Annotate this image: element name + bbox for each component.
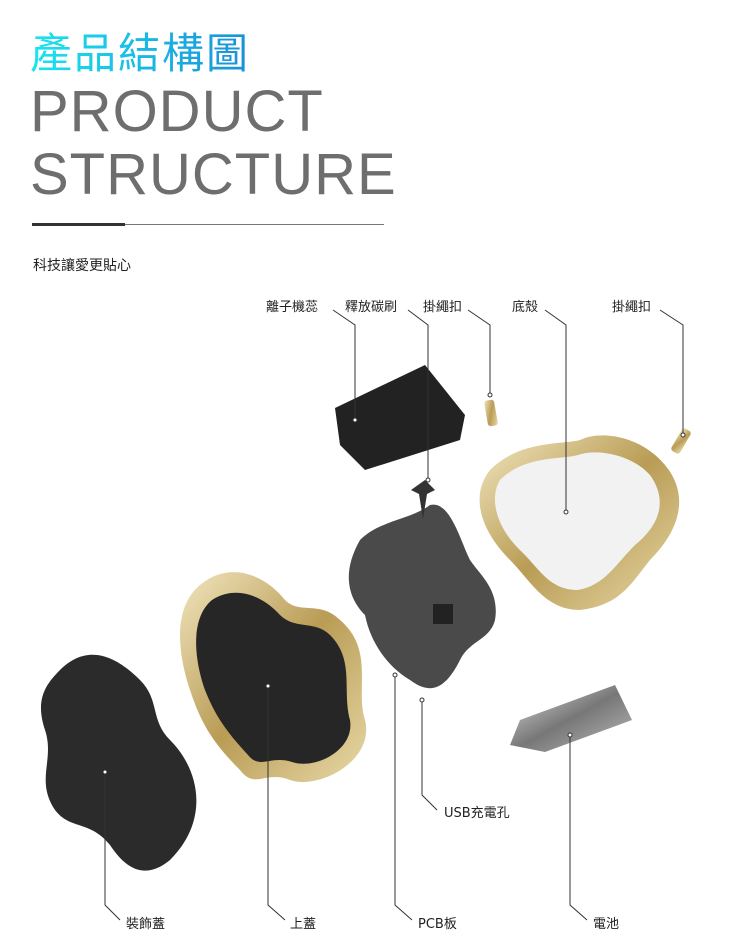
leader-line-battery	[569, 735, 588, 921]
carbon-brush-part	[411, 480, 435, 519]
leader-line-usb-port	[421, 700, 438, 811]
leader-line-lanyard-clip-2	[659, 309, 684, 435]
label-lanyard-clip-1: 掛繩扣	[423, 300, 463, 315]
label-lanyard-clip-2: 掛繩扣	[612, 300, 652, 315]
leader-line-ion-core	[332, 309, 356, 420]
leader-line-carbon-brush	[407, 309, 429, 480]
label-carbon-brush: 釋放碳刷	[345, 300, 398, 315]
leader-dot	[563, 509, 569, 515]
label-decor-cover: 裝飾蓋	[126, 917, 166, 932]
leader-dot	[102, 769, 108, 775]
lanyard-clip-1-part	[484, 399, 498, 427]
label-bottom-shell: 底殼	[512, 300, 539, 315]
label-battery: 電池	[593, 917, 620, 932]
pcb-part	[348, 504, 496, 689]
leader-dot	[419, 697, 425, 703]
leader-dots	[102, 392, 686, 775]
leader-line-pcb	[394, 675, 413, 921]
ion-core-part	[335, 365, 465, 470]
page-title-cn: 產品結構圖	[30, 20, 250, 81]
divider	[32, 224, 384, 225]
leader-dot	[567, 732, 573, 738]
leader-dot	[487, 392, 493, 398]
label-usb-port: USB充電孔	[444, 806, 510, 821]
leader-line-decor-cover	[104, 772, 121, 921]
subtitle: 科技讓愛更貼心	[33, 258, 131, 274]
label-top-cover: 上蓋	[290, 917, 317, 932]
bottom-shell-inner	[494, 452, 660, 590]
top-cover-inner	[196, 592, 351, 764]
leader-dot	[425, 477, 431, 483]
leader-lines	[104, 309, 684, 921]
page-title-en-line2: STRUCTURE	[30, 142, 397, 207]
leader-dot	[680, 432, 686, 438]
leader-dot	[265, 683, 271, 689]
divider-accent	[32, 223, 125, 226]
lanyard-clip-2-part	[671, 428, 691, 454]
page-title-en-line1: PRODUCT	[30, 79, 324, 144]
label-pcb: PCB板	[418, 917, 457, 932]
leader-dot	[352, 417, 358, 423]
label-ion-core: 離子機蕊	[266, 300, 319, 315]
leader-line-top-cover	[267, 686, 286, 921]
decor-cover-part	[40, 654, 197, 871]
pcb-chip	[433, 604, 453, 624]
leader-dot	[392, 672, 398, 678]
leader-line-bottom-shell	[544, 309, 567, 512]
leader-line-lanyard-clip-1	[467, 309, 491, 395]
battery-part	[510, 685, 632, 752]
